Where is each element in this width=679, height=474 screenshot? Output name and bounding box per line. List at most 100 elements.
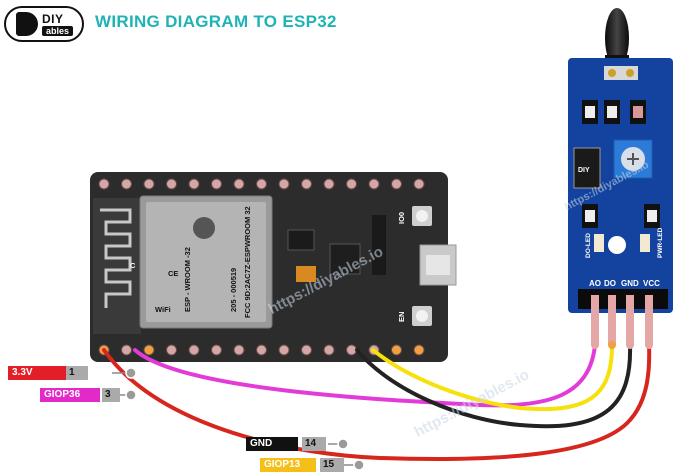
module-line-3: FCC 9D:2AC7Z-ESPWROOM 32 <box>243 206 252 318</box>
esp32-smd-row <box>372 215 386 275</box>
logo-mark-icon <box>16 12 38 36</box>
header-pin <box>346 178 357 190</box>
header-pin <box>301 178 312 190</box>
module-line-1: ESP - WROOM -32 <box>183 247 192 312</box>
wire-gnd-black <box>355 343 633 429</box>
pin-name: GIOP36 <box>40 388 100 402</box>
dot-3v3 <box>125 367 137 379</box>
wires <box>102 343 652 461</box>
sensor-pin-gnd: GND <box>621 279 639 288</box>
sensor-pin-leg-gnd <box>626 295 634 345</box>
pin-label-3v3: 3.3V 1 <box>8 366 112 380</box>
sensor-pin-leg-vcc <box>645 295 653 345</box>
header-pin <box>188 344 200 356</box>
boot-button-cap <box>416 210 428 222</box>
header-pin <box>413 178 425 190</box>
pin-name: GIOP13 <box>260 458 316 472</box>
header-pin <box>413 344 425 356</box>
pin-label-giop36: GIOP36 3 <box>40 388 120 402</box>
usb-uart-chip <box>329 243 361 275</box>
smd-resistor-1-pad <box>585 106 595 118</box>
header-pin <box>233 178 245 190</box>
flame-led-dome <box>605 8 629 68</box>
led-pad-2 <box>626 69 634 77</box>
capacitor <box>296 266 316 282</box>
header-pin <box>211 178 222 190</box>
logo-subtext: ables <box>42 26 74 36</box>
sensor-pin-do: DO <box>604 279 616 288</box>
diyables-logo: DIY ables <box>4 6 84 42</box>
antenna-mark: C <box>130 261 136 270</box>
header-pin <box>188 178 200 190</box>
wroom-shield <box>146 202 266 322</box>
header-pin <box>211 344 222 356</box>
pin-label-giop13: GIOP13 15 <box>260 458 360 472</box>
wifi-mark: WiFi <box>155 305 171 314</box>
header-pin <box>368 178 380 190</box>
antenna-trace <box>100 208 132 308</box>
header-pin <box>98 178 110 190</box>
diagram-title: WIRING DIAGRAM TO ESP32 <box>95 12 337 31</box>
label-dots <box>125 367 365 471</box>
header-pin <box>323 344 335 356</box>
dot-gnd <box>337 438 349 450</box>
header-pin <box>143 344 155 356</box>
sensor-endpoint-ao <box>591 341 599 349</box>
pin-name: GND <box>246 437 298 451</box>
en-label: EN <box>397 312 406 322</box>
pin-number: 1 <box>66 366 88 380</box>
header-pin <box>121 178 132 190</box>
do-led-label: DO-LED <box>585 233 592 258</box>
potentiometer-slot-icon <box>627 153 639 165</box>
wire-ao-magenta <box>133 343 597 408</box>
pin-number: 15 <box>320 458 344 472</box>
header-pin <box>391 344 402 356</box>
smd-resistor-5-pad <box>647 210 657 222</box>
sensor-pin-leg-ao <box>591 295 599 345</box>
pin-name: 3.3V <box>8 366 84 380</box>
smd-resistor-4-pad <box>585 210 595 222</box>
led-pad-1 <box>608 69 616 77</box>
sensor-endpoint-do <box>608 341 616 349</box>
sensor-pin-vcc: VCC <box>643 279 660 288</box>
header-pin <box>278 344 290 356</box>
esp32-board: CE WiFi ESP - WROOM -32 205 - 000519 FCC… <box>90 172 457 362</box>
pin-number: 3 <box>102 388 120 402</box>
smd-resistor-2-pad <box>607 106 617 118</box>
header-pin <box>166 344 177 356</box>
wire-vcc-red <box>102 343 652 461</box>
espressif-logo-icon <box>193 217 215 239</box>
chip-text: DIY <box>578 167 590 174</box>
header-pin <box>256 178 267 190</box>
header-pin <box>121 344 132 356</box>
ce-mark: CE <box>168 269 178 278</box>
pin-label-gnd: GND 14 <box>246 437 330 451</box>
header-pin <box>323 178 335 190</box>
sensor-pin-leg-do <box>608 295 616 345</box>
io0-label: IO0 <box>397 212 406 224</box>
comparator-chip <box>573 147 601 189</box>
sensor-endpoint-gnd <box>626 341 634 349</box>
header-pin <box>278 178 290 190</box>
header-pin <box>301 344 312 356</box>
micro-usb-opening <box>426 255 450 275</box>
module-line-2: 205 - 000519 <box>229 268 238 312</box>
wire-do-yellow <box>371 343 614 411</box>
sensor-pin-ao: AO <box>589 279 601 288</box>
smd-resistor-3-pad <box>633 106 643 118</box>
pwr-led-label: PWR-LED <box>657 227 664 258</box>
sensor-endpoint-vcc <box>645 341 653 349</box>
esp32-bottom-header <box>98 344 425 356</box>
en-button-cap <box>416 310 428 322</box>
header-pin <box>233 344 245 356</box>
pin-number: 14 <box>302 437 326 451</box>
flame-sensor-module: DIY DO-LED PWR-LED AO DO GND VCC <box>568 8 673 345</box>
header-pin <box>256 344 267 356</box>
header-pin <box>166 178 177 190</box>
header-pin <box>391 178 402 190</box>
mounting-hole <box>608 236 626 254</box>
dot-giop13 <box>353 459 365 471</box>
regulator-chip <box>287 229 315 251</box>
